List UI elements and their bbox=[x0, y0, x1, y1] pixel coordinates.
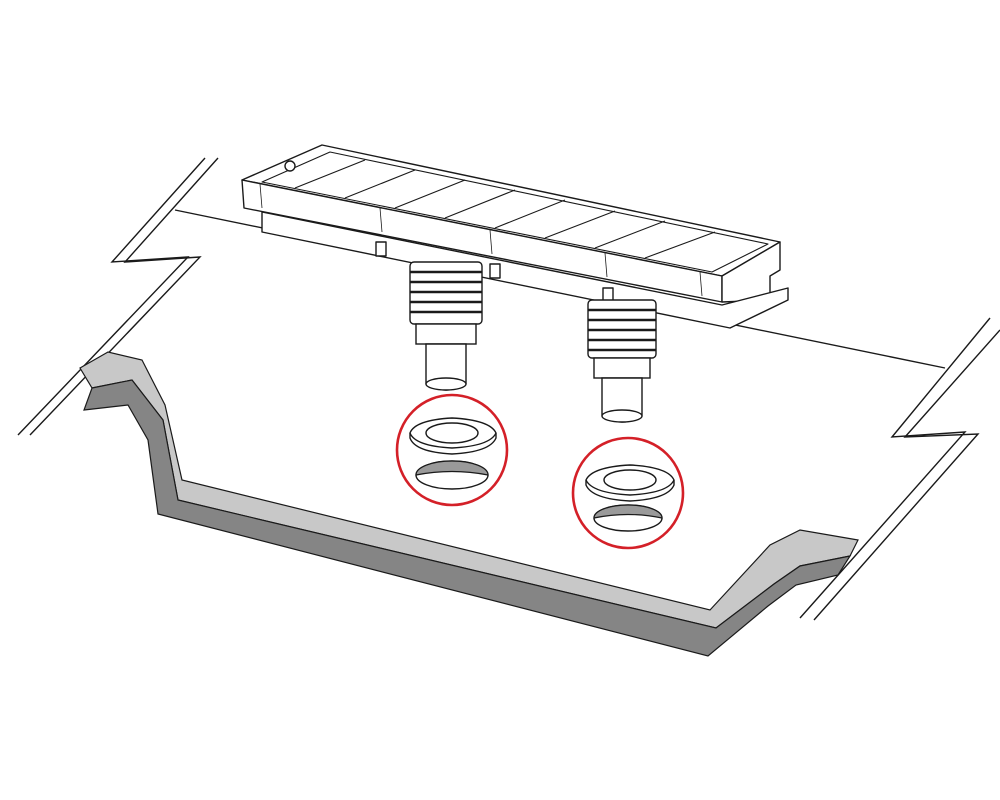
highlight-circle-left bbox=[395, 393, 509, 507]
gasket-group-right bbox=[571, 436, 685, 550]
sealing-gasket-right bbox=[585, 464, 675, 502]
left-break-line-inner bbox=[29, 157, 219, 436]
housing-front-ribs bbox=[259, 183, 703, 297]
housing-flange bbox=[261, 211, 789, 329]
right-break-line-inner bbox=[813, 329, 1000, 621]
outlet-hole-left bbox=[415, 460, 489, 490]
profile-dark-band bbox=[83, 379, 852, 657]
highlight-circle-right bbox=[571, 436, 685, 550]
drain-outlet-left bbox=[409, 261, 483, 391]
gasket-group-left bbox=[395, 393, 509, 507]
outlet-left-collar bbox=[415, 323, 477, 345]
left-break-line-outer bbox=[17, 157, 206, 436]
sealing-gasket-left bbox=[409, 417, 497, 455]
housing-tabs bbox=[375, 241, 614, 303]
outlet-right-collar bbox=[593, 357, 651, 379]
outlet-hole-right bbox=[593, 504, 663, 532]
housing-end-face bbox=[721, 241, 781, 303]
drain-grate-housing bbox=[241, 144, 789, 329]
outlet-left-threads bbox=[410, 270, 482, 314]
drain-outlet-right bbox=[587, 299, 657, 423]
housing-knob bbox=[284, 160, 296, 172]
outlet-right-threads bbox=[588, 308, 656, 352]
grate-slats bbox=[294, 159, 716, 259]
grate-inner bbox=[261, 151, 769, 273]
right-break-line-outer bbox=[799, 317, 991, 619]
roof-gutter-profile bbox=[79, 351, 859, 657]
